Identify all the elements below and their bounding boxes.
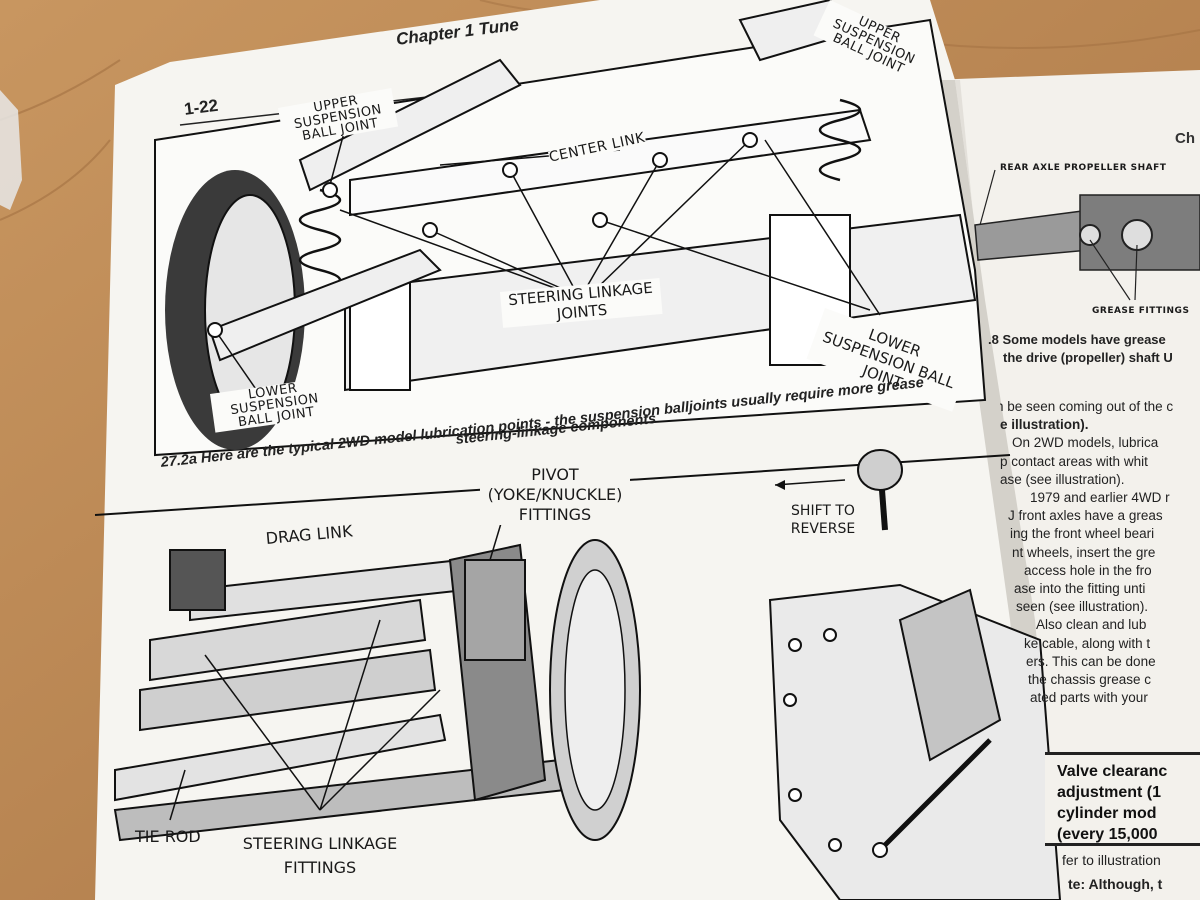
body-line: ers. This can be done xyxy=(1026,653,1156,669)
body-line: ase into the fitting unti xyxy=(1014,581,1146,597)
section-heading-line: adjustment (1 xyxy=(1057,784,1162,801)
label-shift-to-reverse: SHIFT TO REVERSE xyxy=(778,502,868,538)
body-line: Also clean and lub xyxy=(1036,617,1147,633)
section-heading-line: Valve clearanc xyxy=(1057,763,1168,780)
body-line: 1979 and earlier 4WD r xyxy=(1030,490,1170,506)
label-steering-linkage-fittings: STEERING LINKAGE FITTINGS xyxy=(242,834,398,877)
body-line: ase (see illustration). xyxy=(1000,471,1125,487)
label-grease-fittings: GREASE FITTINGS xyxy=(1092,306,1190,316)
label-pivot-fittings: PIVOT (YOKE/KNUCKLE) FITTINGS xyxy=(480,465,630,525)
body-line: the chassis grease c xyxy=(1028,672,1152,688)
body-line: p contact areas with whit xyxy=(1000,453,1148,469)
right-body-text: n be seen coming out of the c e illustra… xyxy=(1000,398,1200,707)
figure-c-caption-line1: .8 Some models have grease xyxy=(988,332,1166,347)
bottom-line: te: Although, t xyxy=(1068,876,1163,892)
body-line: access hole in the fro xyxy=(1024,562,1152,578)
body-line: seen (see illustration). xyxy=(1016,599,1149,615)
body-line: e illustration). xyxy=(1000,417,1089,433)
label-rear-axle-propeller-shaft: REAR AXLE PROPELLER SHAFT xyxy=(1000,163,1167,173)
page-number: 1-22 xyxy=(183,95,220,119)
section-heading-line: (every 15,000 xyxy=(1057,826,1158,843)
body-line: ated parts with your xyxy=(1030,690,1148,706)
body-line: J front axles have a greas xyxy=(1008,508,1163,524)
section-heading-box: Valve clearanc adjustment (1 cylinder mo… xyxy=(1045,752,1200,846)
body-line: n be seen coming out of the c xyxy=(1000,399,1174,414)
figure-c-caption-line2: the drive (propeller) shaft U xyxy=(1003,350,1173,365)
right-running-head: Ch xyxy=(1175,130,1195,147)
label-tie-rod: TIE ROD xyxy=(135,827,201,846)
section-heading-line: cylinder mod xyxy=(1057,805,1157,822)
body-line: On 2WD models, lubrica xyxy=(1012,435,1159,451)
body-line: ing the front wheel beari xyxy=(1010,526,1155,542)
bottom-line: fer to illustration xyxy=(1062,852,1161,868)
body-line: nt wheels, insert the gre xyxy=(1012,544,1156,560)
body-line: ke cable, along with t xyxy=(1024,635,1151,651)
